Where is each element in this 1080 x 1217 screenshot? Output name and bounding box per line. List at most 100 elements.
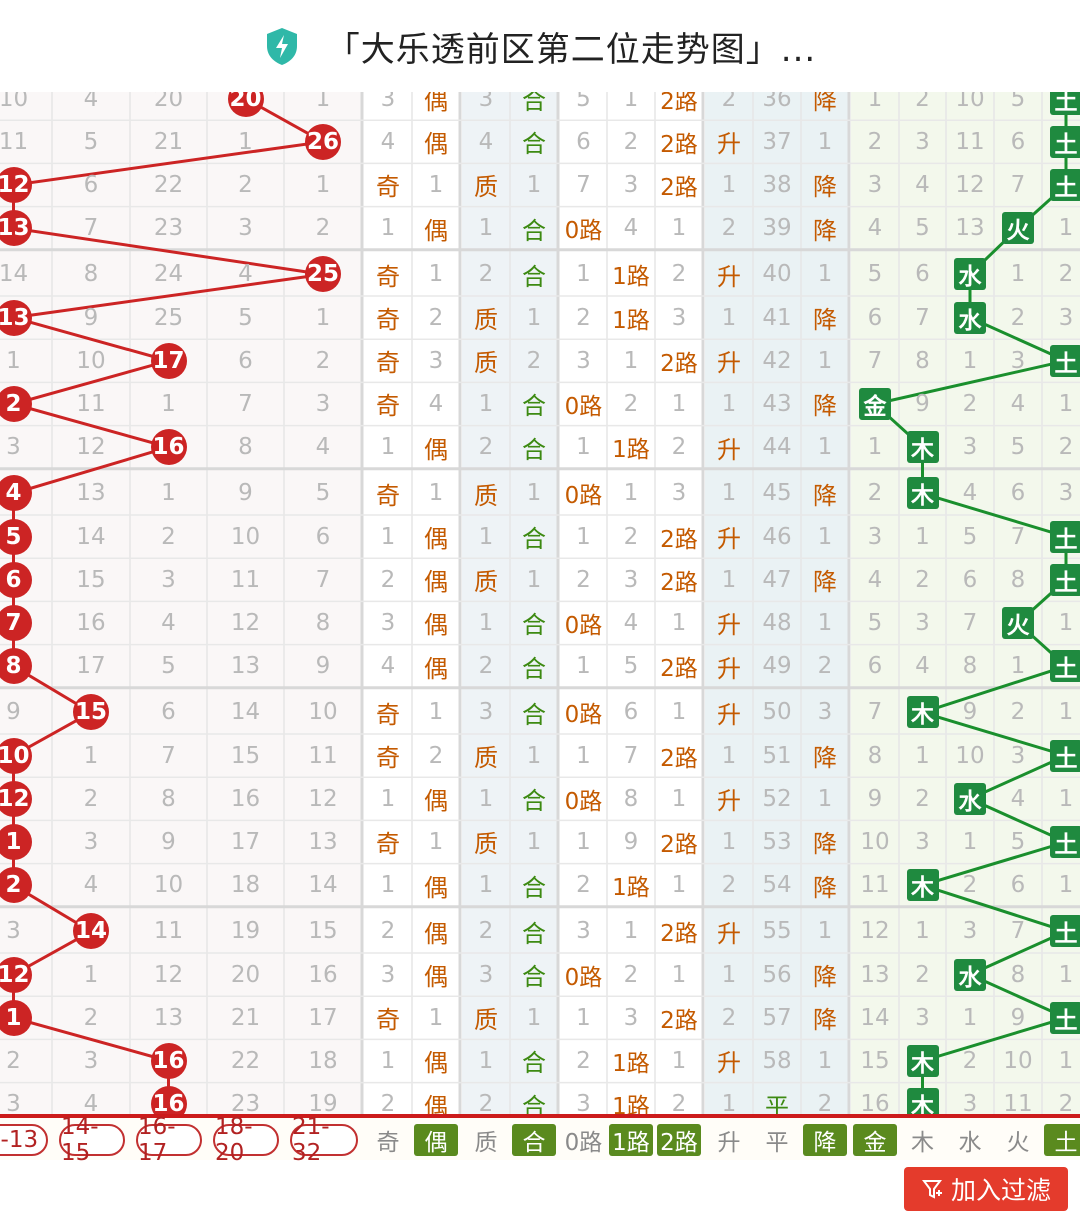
wuxing-hit-cell: 土 bbox=[1042, 820, 1080, 863]
wuxing-miss-cell: 7 bbox=[867, 699, 883, 726]
wuxing-miss-cell: 3 bbox=[915, 128, 930, 155]
prime-composite-cell: 2 bbox=[478, 261, 494, 288]
road-cell: 2 bbox=[671, 1091, 687, 1114]
wuxing-miss-cell: 12 bbox=[860, 918, 890, 945]
wuxing-miss-cell: 5 bbox=[962, 523, 978, 550]
trend-cell: 降 bbox=[813, 306, 837, 335]
prime-composite-cell: 1 bbox=[526, 480, 542, 507]
range-filter-3[interactable]: 18-20 bbox=[213, 1114, 279, 1166]
wuxing-miss-cell: 6 bbox=[867, 653, 883, 680]
hit-number-cell: 2 bbox=[0, 864, 52, 907]
road-cell: 2路 bbox=[660, 745, 698, 772]
odd-even-cell: 奇 bbox=[376, 349, 400, 378]
trend-cell: 37 bbox=[762, 128, 792, 155]
road-cell: 7 bbox=[576, 171, 591, 198]
road-cell: 1 bbox=[623, 92, 639, 112]
wuxing-miss-cell: 16 bbox=[860, 1091, 890, 1114]
prime-composite-cell: 1 bbox=[478, 609, 494, 636]
prime-composite-cell: 合 bbox=[522, 919, 546, 948]
range-filter-1[interactable]: 14-15 bbox=[59, 1114, 125, 1166]
wuxing-miss-cell: 4 bbox=[867, 566, 883, 593]
wuxing-hit-box: 火 bbox=[1002, 212, 1034, 245]
filter-wuxing-1[interactable]: 木 bbox=[911, 1130, 934, 1156]
wuxing-miss-cell: 3 bbox=[962, 434, 978, 461]
hit-number-cell: 6 bbox=[0, 558, 52, 601]
wuxing-hit-cell: 金 bbox=[851, 382, 899, 425]
range-filter-4[interactable]: 21-32 bbox=[290, 1114, 358, 1166]
miss-count-cell: 3 bbox=[83, 828, 99, 855]
odd-even-cell: 偶 bbox=[424, 568, 448, 597]
road-cell: 1 bbox=[671, 390, 687, 417]
range-filter-0[interactable]: 2-13 bbox=[0, 1124, 48, 1156]
filter-pc-0[interactable]: 质 bbox=[474, 1130, 498, 1156]
miss-count-cell: 22 bbox=[230, 1047, 261, 1074]
wuxing-hit-box: 土 bbox=[1050, 650, 1080, 683]
filter-roads-2[interactable]: 2路 bbox=[657, 1124, 701, 1156]
odd-even-cell: 偶 bbox=[424, 963, 448, 992]
miss-count-cell: 4 bbox=[83, 1091, 99, 1114]
wuxing-miss-cell: 1 bbox=[1010, 261, 1026, 288]
road-cell: 2 bbox=[576, 566, 591, 593]
odd-even-cell: 偶 bbox=[424, 611, 448, 640]
hit-number-ball: 20 bbox=[227, 92, 264, 117]
miss-count-cell: 1 bbox=[83, 742, 99, 769]
filter-oe-1[interactable]: 偶 bbox=[414, 1124, 458, 1156]
filter-trend-2[interactable]: 降 bbox=[803, 1124, 847, 1156]
miss-count-cell: 2 bbox=[83, 785, 99, 812]
odd-even-cell: 奇 bbox=[376, 1006, 400, 1035]
road-cell: 1 bbox=[623, 347, 639, 374]
road-cell: 1 bbox=[623, 918, 639, 945]
prime-composite-cell: 1 bbox=[526, 1004, 542, 1031]
wuxing-miss-cell: 4 bbox=[1010, 390, 1026, 417]
filter-oe-0[interactable]: 奇 bbox=[376, 1130, 400, 1156]
prime-composite-cell: 1 bbox=[478, 1047, 494, 1074]
filter-wuxing-3[interactable]: 火 bbox=[1006, 1130, 1030, 1156]
prime-composite-cell: 合 bbox=[522, 262, 546, 291]
miss-count-cell: 19 bbox=[230, 918, 261, 945]
miss-count-cell: 14 bbox=[76, 523, 106, 550]
road-cell: 1 bbox=[671, 961, 687, 988]
trend-cell: 3 bbox=[817, 699, 833, 726]
trend-cell: 49 bbox=[762, 653, 792, 680]
hit-number-ball: 26 bbox=[305, 123, 341, 160]
road-cell: 1 bbox=[576, 1004, 591, 1031]
wuxing-miss-cell: 1 bbox=[962, 347, 978, 374]
road-cell: 1 bbox=[576, 742, 591, 769]
filter-roads-1[interactable]: 1路 bbox=[609, 1124, 653, 1156]
road-cell: 1 bbox=[576, 828, 591, 855]
odd-even-cell: 奇 bbox=[376, 481, 400, 510]
add-filter-button[interactable]: 加入过滤 bbox=[904, 1167, 1068, 1211]
road-cell: 1 bbox=[671, 872, 687, 899]
hit-number-ball: 2 bbox=[0, 385, 32, 422]
trend-cell: 1 bbox=[817, 523, 833, 550]
prime-composite-cell: 1 bbox=[478, 215, 494, 242]
odd-even-cell: 奇 bbox=[376, 700, 400, 729]
trend-cell: 升 bbox=[717, 435, 741, 464]
prime-composite-cell: 合 bbox=[522, 700, 546, 729]
filter-trend-0[interactable]: 升 bbox=[717, 1130, 741, 1156]
trend-cell: 40 bbox=[762, 261, 792, 288]
prime-composite-cell: 1 bbox=[478, 872, 494, 899]
hit-number-ball: 8 bbox=[0, 648, 32, 685]
range-filter-2[interactable]: 16-17 bbox=[136, 1114, 202, 1166]
odd-even-cell: 1 bbox=[380, 785, 396, 812]
wuxing-miss-cell: 1 bbox=[915, 742, 930, 769]
road-cell: 3 bbox=[623, 1004, 639, 1031]
trend-cell: 1 bbox=[721, 390, 737, 417]
hit-number-ball: 6 bbox=[0, 561, 32, 598]
filter-wuxing-0[interactable]: 金 bbox=[853, 1124, 897, 1156]
wuxing-hit-box: 土 bbox=[1050, 92, 1080, 115]
wuxing-miss-cell: 7 bbox=[1010, 171, 1026, 198]
miss-count-cell: 21 bbox=[153, 128, 184, 155]
miss-count-cell: 8 bbox=[315, 609, 331, 636]
trend-cell: 48 bbox=[762, 609, 792, 636]
filter-roads-0[interactable]: 0路 bbox=[564, 1130, 603, 1156]
filter-wuxing-4[interactable]: 土 bbox=[1044, 1124, 1080, 1156]
filter-pc-1[interactable]: 合 bbox=[512, 1124, 556, 1156]
miss-count-cell: 12 bbox=[153, 961, 184, 988]
filter-wuxing-2[interactable]: 水 bbox=[958, 1130, 982, 1156]
miss-count-cell: 1 bbox=[315, 171, 331, 198]
filter-trend-1[interactable]: 平 bbox=[765, 1130, 789, 1156]
miss-count-cell: 12 bbox=[308, 785, 338, 812]
